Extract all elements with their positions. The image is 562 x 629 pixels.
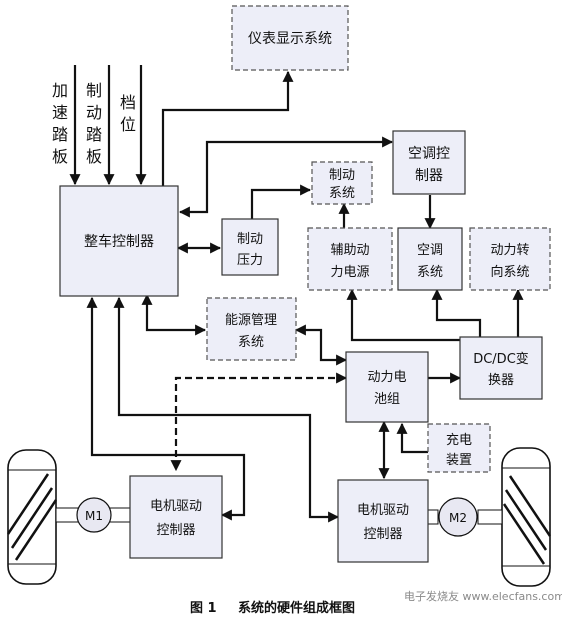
node-vcu: 整车控制器 — [59, 185, 179, 297]
mc2-label-1: 电机驱动 — [357, 503, 409, 518]
energy-label-1: 能源管理 — [225, 313, 277, 328]
right-shaft — [477, 509, 503, 525]
ac-sys-label-2: 系统 — [417, 265, 443, 280]
brake-pressure-label-2: 压力 — [237, 253, 263, 268]
brake-char-3: 踏 — [86, 125, 102, 144]
motor-m1: M1 — [76, 497, 112, 533]
right-wheel — [501, 447, 552, 587]
accel-char-2: 速 — [52, 103, 68, 122]
dcdc-aux-arrow — [346, 288, 460, 342]
dcdc-ac-sys-arrow — [431, 288, 482, 337]
steering-label-2: 向系统 — [490, 264, 529, 280]
dcdc-label-2: 换器 — [488, 373, 514, 388]
steering-label-1: 动力转 — [490, 243, 529, 258]
node-charger: 充电 装置 — [427, 423, 491, 473]
accel-char-1: 加 — [52, 81, 68, 100]
right-shaft-inner — [427, 509, 439, 525]
aux-power-label-1: 辅助动 — [330, 243, 369, 258]
input-labels: 加 速 踏 板 制 动 踏 板 档 位 — [52, 81, 136, 166]
gear-char-2: 位 — [120, 115, 136, 134]
node-dcdc-converter: DC/DC变 换器 — [459, 336, 543, 400]
instrument-label-1: 仪表显示系统 — [248, 31, 332, 47]
left-shaft — [55, 507, 79, 523]
node-power-steering: 动力转 向系统 — [469, 227, 551, 291]
brake-sys-label-2: 系统 — [329, 186, 355, 201]
mc1-label-2: 控制器 — [156, 523, 195, 538]
energy-label-2: 系统 — [238, 335, 264, 350]
dcdc-label-1: DC/DC变 — [473, 351, 529, 367]
node-motor-controller-2: 电机驱动 控制器 — [337, 479, 429, 563]
left-wheel — [6, 449, 58, 585]
mc2-label-2: 控制器 — [363, 527, 402, 542]
accel-char-3: 踏 — [52, 125, 68, 144]
brake-char-2: 动 — [86, 103, 102, 122]
caption-text: 系统的硬件组成框图 — [238, 600, 355, 616]
node-brake-system: 制动 系统 — [311, 161, 373, 205]
ac-ctrl-label-1: 空调控 — [408, 146, 450, 162]
accel-char-4: 板 — [52, 147, 68, 166]
node-aux-power: 辅助动 力电源 — [307, 227, 393, 291]
brake-pressure-label-1: 制动 — [237, 232, 263, 247]
node-ac-system: 空调 系统 — [397, 227, 463, 291]
gear-char-1: 档 — [120, 93, 136, 112]
battery-label-2: 池组 — [374, 392, 400, 407]
watermark-text: 电子发烧友 www.elecfans.com — [404, 589, 562, 603]
vcu-ac-ctrl-arrow — [178, 136, 394, 218]
brake-char-1: 制 — [86, 81, 102, 100]
motor-m1-label: M1 — [85, 509, 103, 523]
charger-battery-arrow — [396, 422, 428, 454]
ac-ctrl-label-2: 制器 — [415, 168, 443, 184]
energy-battery-arrow — [294, 324, 348, 366]
vcu-label-1: 整车控制器 — [84, 233, 154, 250]
figure-caption: 图 1 系统的硬件组成框图 — [190, 600, 355, 616]
mc1-label-1: 电机驱动 — [150, 499, 202, 514]
charger-label-2: 装置 — [446, 453, 472, 468]
aux-power-label-2: 力电源 — [330, 265, 369, 280]
ac-sys-label-1: 空调 — [417, 243, 443, 258]
motor-m2-label: M2 — [449, 511, 467, 525]
battery-label-1: 动力电 — [367, 370, 406, 385]
pressure-brake-sys-arrow — [250, 184, 312, 219]
motor-m2: M2 — [438, 497, 478, 537]
node-brake-pressure: 制动 压力 — [221, 218, 279, 276]
brake-char-4: 板 — [86, 147, 102, 166]
node-ac-controller: 空调控 制器 — [392, 130, 466, 195]
caption-number: 图 1 — [190, 601, 217, 616]
brake-sys-label-1: 制动 — [329, 168, 355, 183]
charger-label-1: 充电 — [446, 432, 472, 448]
left-shaft-inner — [109, 507, 131, 523]
vcu-energy-arrow — [141, 293, 207, 336]
battery-mc1-arrow — [170, 372, 348, 472]
connection-lines — [69, 65, 524, 523]
node-energy-management: 能源管理 系统 — [206, 297, 297, 361]
node-battery-pack: 动力电 池组 — [345, 351, 429, 423]
watermark: 电子发烧友 www.elecfans.com — [404, 589, 562, 603]
node-instrument-display: 仪表显示系统 — [231, 5, 349, 71]
node-motor-controller-1: 电机驱动 控制器 — [129, 475, 223, 559]
vcu-instrument-arrow — [161, 70, 294, 186]
